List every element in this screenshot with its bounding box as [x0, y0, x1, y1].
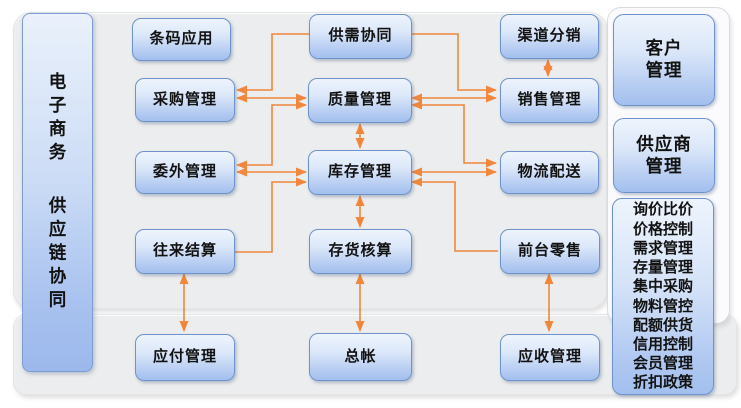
node-general-ledger: 总帐	[309, 333, 412, 381]
supplier-management-line2: 管理	[645, 155, 683, 176]
node-current-settlement: 往来结算	[135, 229, 235, 274]
policy-item-member-management: 会员管理	[632, 355, 693, 373]
policy-item-demand-management: 需求管理	[632, 239, 693, 257]
node-supply-demand-collaboration: 供需协同	[309, 14, 412, 59]
supplier-management-line1: 供应商	[636, 133, 692, 154]
policy-item-material-control: 物料管控	[632, 297, 693, 315]
node-customer-management: 客户 管理	[613, 14, 715, 106]
banner-text-supplychain: 供应链协同	[47, 195, 67, 314]
ecommerce-supplychain-banner: 电子商务 供应链协同	[22, 13, 93, 372]
node-sales-management: 销售管理	[500, 78, 599, 123]
policy-item-discount-policy: 折扣政策	[632, 374, 693, 392]
node-supplier-management: 供应商 管理	[613, 118, 715, 193]
policy-item-inquiry-price-compare: 询价比价	[632, 201, 693, 219]
node-receivables-management: 应收管理	[500, 334, 600, 381]
policy-item-quota-supply: 配额供货	[632, 316, 693, 334]
policy-item-centralized-purchasing: 集中采购	[632, 278, 693, 296]
policy-item-price-control: 价格控制	[632, 220, 693, 238]
customer-management-line1: 客户	[645, 38, 683, 59]
node-channel-distribution: 渠道分销	[500, 14, 599, 59]
node-barcode-application: 条码应用	[132, 18, 231, 61]
node-inventory-management: 库存管理	[308, 150, 412, 195]
policy-list-box: 询价比价 价格控制 需求管理 存量管理 集中采购 物料管控 配额供货 信用控制 …	[612, 198, 714, 395]
policy-item-stock-level-management: 存量管理	[632, 259, 693, 277]
node-inventory-accounting: 存货核算	[309, 229, 412, 274]
policy-item-credit-control: 信用控制	[632, 335, 693, 353]
node-quality-management: 质量管理	[308, 78, 412, 123]
customer-management-line2: 管理	[645, 60, 683, 80]
node-outsourcing-management: 委外管理	[135, 151, 235, 194]
node-front-desk-retail: 前台零售	[500, 229, 600, 274]
node-purchase-management: 采购管理	[135, 78, 235, 122]
node-payables-management: 应付管理	[135, 334, 235, 381]
node-logistics-delivery: 物流配送	[500, 151, 599, 194]
banner-text-ecommerce: 电子商务	[47, 71, 67, 166]
